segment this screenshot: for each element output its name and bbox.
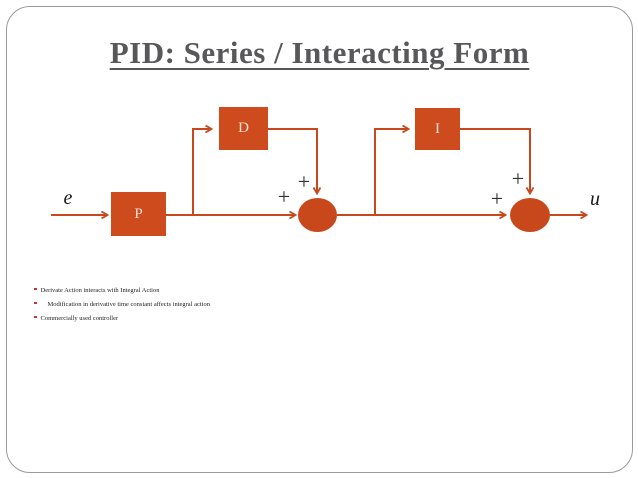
arrow-branch-to-I bbox=[374, 129, 408, 215]
bullet-text: Modification in derivative time constant… bbox=[47, 301, 211, 308]
output-signal-label: u bbox=[590, 188, 600, 210]
bullet-item: Commercially used controller bbox=[34, 312, 210, 326]
plus-sign-sum1-left: + bbox=[277, 184, 291, 209]
connector-arrows bbox=[51, 7, 638, 478]
arrow-branch-to-D bbox=[192, 129, 211, 215]
block-D: D bbox=[219, 107, 268, 150]
input-signal-label: e bbox=[63, 187, 73, 209]
block-I-label: I bbox=[435, 120, 440, 137]
bullet-marker bbox=[34, 315, 37, 318]
arrow-I-to-sum2 bbox=[460, 128, 530, 193]
bullet-item: Derivate Action interacts with Integral … bbox=[34, 284, 210, 298]
plus-sign-sum2-left: + bbox=[490, 186, 504, 211]
bullet-text: Commercially used controller bbox=[40, 315, 119, 322]
summing-junction-2 bbox=[510, 198, 550, 232]
block-I: I bbox=[415, 108, 460, 150]
block-P: P bbox=[111, 192, 166, 236]
summing-junction-1 bbox=[298, 198, 337, 232]
block-P-label: P bbox=[134, 205, 143, 222]
bullet-marker bbox=[34, 301, 37, 304]
bullet-marker bbox=[34, 287, 37, 290]
bullet-item: Modification in derivative time constant… bbox=[34, 298, 210, 312]
plus-sign-sum1-top: + bbox=[297, 169, 311, 194]
pid-block-diagram: e P D I + + + + u bbox=[7, 7, 638, 478]
block-D-label: D bbox=[238, 120, 249, 136]
slide: PID: Series / Interacting Form e P bbox=[6, 6, 633, 473]
bullet-text: Derivate Action interacts with Integral … bbox=[40, 287, 160, 294]
arrow-D-to-sum1 bbox=[268, 128, 317, 193]
plus-sign-sum2-top: + bbox=[511, 166, 525, 191]
page-title: PID: Series / Interacting Form bbox=[109, 35, 530, 70]
bullet-list: Derivate Action interacts with Integral … bbox=[34, 284, 210, 326]
